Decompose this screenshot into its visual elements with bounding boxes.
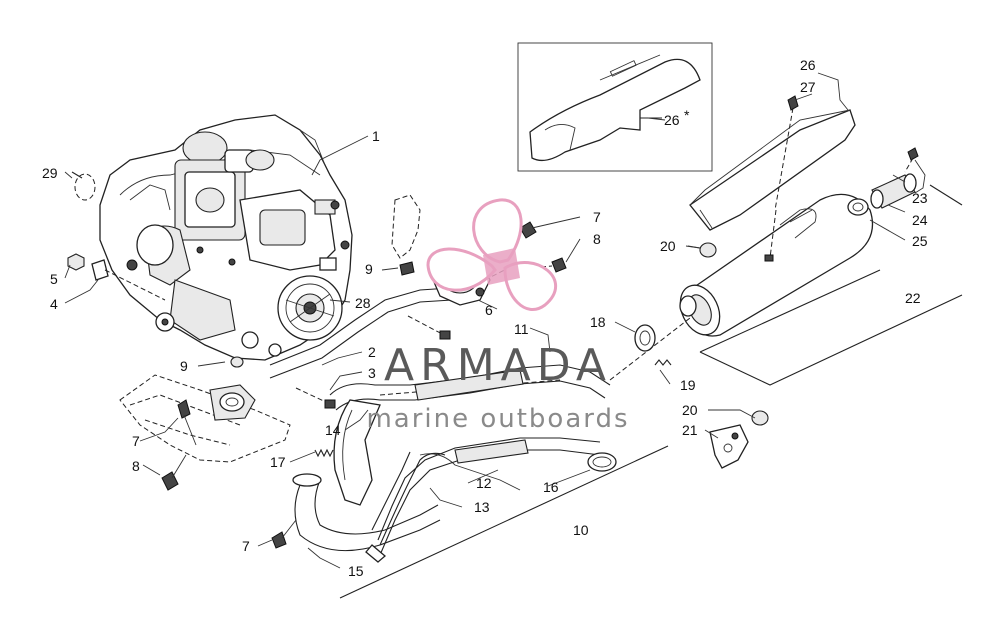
label-20a: 20 — [660, 238, 676, 254]
label-26: 26 — [800, 57, 816, 73]
label-23: 23 — [912, 190, 928, 206]
watermark-brand: ARMADA — [384, 340, 612, 391]
label-20b: 20 — [682, 402, 698, 418]
engine-block — [99, 114, 353, 361]
spring-17 — [314, 448, 334, 458]
label-5: 5 — [50, 271, 58, 287]
nut-5 — [67, 253, 85, 271]
bolt-7a — [177, 399, 191, 419]
group-line-22 — [699, 294, 963, 386]
bolt-8b — [551, 257, 567, 273]
label-21: 21 — [682, 422, 698, 438]
gasket-25 — [847, 198, 869, 216]
grommet-20a — [699, 242, 717, 258]
muffler-22 — [679, 193, 874, 337]
logo-petal-top — [472, 198, 523, 264]
label-24: 24 — [912, 212, 928, 228]
gasket-18 — [634, 324, 656, 352]
label-17: 17 — [270, 454, 286, 470]
label-14: 14 — [325, 422, 341, 438]
bolt-7c — [271, 531, 287, 549]
bolt-27 — [787, 95, 799, 111]
label-6: 6 — [485, 302, 493, 318]
label-12: 12 — [476, 475, 492, 491]
label-4: 4 — [50, 296, 58, 312]
label-7b: 7 — [132, 433, 140, 449]
exhaust-header-pipes — [269, 287, 611, 552]
label-19: 19 — [680, 377, 696, 393]
gasket-29 — [74, 173, 96, 201]
bolt-7b — [519, 221, 537, 239]
label-8b: 8 — [132, 458, 140, 474]
label-3: 3 — [368, 365, 376, 381]
bracket-21 — [709, 424, 749, 469]
heat-shield-alt — [529, 58, 701, 162]
clamp-16 — [587, 452, 617, 472]
logo-petal-left — [426, 247, 497, 292]
label-asterisk: * — [684, 107, 690, 123]
label-10: 10 — [573, 522, 589, 538]
label-2: 2 — [368, 344, 376, 360]
spark-arrestor-parts — [847, 147, 919, 216]
group-line-10 — [339, 445, 669, 599]
bolt-3 — [324, 399, 336, 409]
washer-9b — [230, 356, 244, 368]
middle-pipe-12-13 — [365, 437, 601, 563]
bolt-23 — [907, 147, 919, 161]
bolt-2 — [439, 330, 451, 340]
spring-19 — [654, 359, 672, 366]
bolt-9a — [399, 261, 415, 276]
part-labels: 1 29 5 4 9 28 9 2 3 7 8 7 8 6 11 14 17 7… — [42, 57, 928, 579]
label-15: 15 — [348, 563, 364, 579]
label-16: 16 — [543, 479, 559, 495]
label-18: 18 — [590, 314, 606, 330]
inset-frame — [517, 42, 713, 172]
label-8a: 8 — [593, 231, 601, 247]
leader-lines — [64, 72, 926, 569]
label-9b: 9 — [180, 358, 188, 374]
watermark-logo: ARMADA marine outboards — [366, 198, 629, 434]
heat-shield-26 — [689, 109, 856, 231]
label-26-alt: 26 — [664, 112, 680, 128]
bolt-8a — [161, 471, 179, 491]
label-1: 1 — [372, 128, 380, 144]
inset-heat-shield-variant — [517, 42, 713, 172]
mounting-bracket — [119, 374, 291, 463]
label-22: 22 — [905, 290, 921, 306]
label-11: 11 — [514, 321, 529, 337]
label-7a: 7 — [593, 209, 601, 225]
label-7c: 7 — [242, 538, 250, 554]
spacer-4 — [91, 259, 109, 281]
label-29: 29 — [42, 165, 58, 181]
watermark-tagline: marine outboards — [366, 404, 629, 434]
label-25: 25 — [912, 233, 928, 249]
grommet-20b — [751, 410, 769, 426]
label-27: 27 — [800, 79, 816, 95]
logo-center — [483, 248, 520, 285]
label-28: 28 — [355, 295, 371, 311]
label-9a: 9 — [365, 261, 373, 277]
label-13: 13 — [474, 499, 490, 515]
